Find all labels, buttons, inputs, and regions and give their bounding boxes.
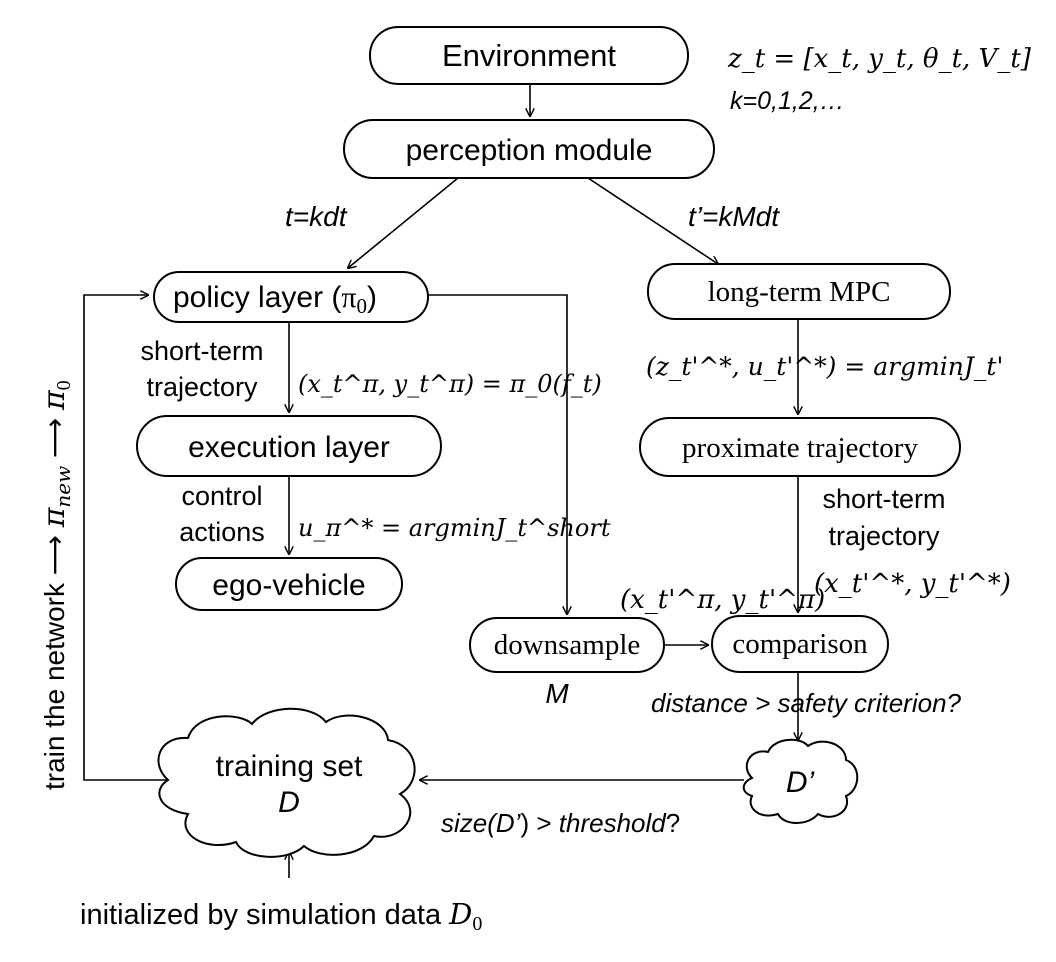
training-label-line1: training set [216, 750, 363, 783]
training-label-line2: D [278, 786, 300, 819]
environment-label: Environment [442, 38, 616, 73]
downsample-trajectory-label: (x_t'^π, y_t'^π) [620, 585, 825, 615]
comparison-label: comparison [732, 628, 868, 660]
dprime-cloud: D’ [742, 738, 859, 824]
t-kdt-label: t=kdt [285, 201, 348, 232]
mpc-node: long-term MPC [647, 263, 951, 320]
downsample-label: downsample [494, 629, 641, 661]
policy-equation: (x_t^π, y_t^π) = π_0(f_t) [298, 370, 602, 398]
proximate-label: proximate trajectory [682, 432, 918, 464]
control-label-2: actions [179, 517, 265, 547]
t-kmdt-label: t’=kMdt [688, 201, 780, 232]
short-term-label-1: short-term [140, 336, 263, 366]
proximate-node: proximate trajectory [639, 417, 961, 477]
init-label: initialized by simulation data D0 [80, 897, 482, 935]
size-question: size(D’) > threshold? [441, 808, 680, 838]
perception-label: perception module [406, 134, 653, 167]
short-term-right-label-1: short-term [822, 484, 945, 514]
mpc-trajectory-label: (x_t'^*, y_t'^*) [814, 569, 1011, 599]
training-cloud: training set D [157, 707, 416, 858]
state-equation: z_t = [x_t, y_t, θ_t, V_t] [727, 44, 1032, 74]
policy-label: policy layer (π0) [173, 281, 377, 318]
mpc-label: long-term MPC [708, 276, 891, 308]
dprime-label: D’ [786, 766, 816, 799]
edge-training-to-policy [83, 295, 168, 781]
perception-node: perception module [343, 119, 715, 179]
short-term-right-label-2: trajectory [828, 521, 940, 551]
control-label-1: control [181, 481, 262, 511]
m-label: M [545, 678, 569, 709]
distance-question: distance > safety criterion? [651, 688, 962, 718]
edges [83, 84, 798, 878]
environment-node: Environment [369, 26, 689, 85]
edge-perception-to-policy [348, 177, 459, 268]
k-range-label: k=0,1,2,… [730, 87, 845, 115]
short-term-label-2: trajectory [146, 372, 258, 402]
ego-node: ego-vehicle [175, 557, 403, 611]
execution-node: execution layer [136, 415, 442, 477]
edge-perception-to-mpc [587, 177, 718, 264]
downsample-node: downsample [469, 617, 665, 673]
ego-label: ego-vehicle [212, 569, 365, 602]
edge-policy-to-downsample [428, 294, 567, 614]
mpc-equation: (z_t'^*, u_t'^*) = argminJ_t' [646, 352, 1003, 381]
policy-node: policy layer (π0) [153, 271, 429, 323]
execution-label: execution layer [188, 431, 390, 464]
control-equation: u_π^* = argminJ_t^short [298, 514, 611, 542]
train-network-label: train the network ⟶ πnew ⟶ π0 [37, 380, 75, 790]
comparison-node: comparison [711, 615, 889, 673]
